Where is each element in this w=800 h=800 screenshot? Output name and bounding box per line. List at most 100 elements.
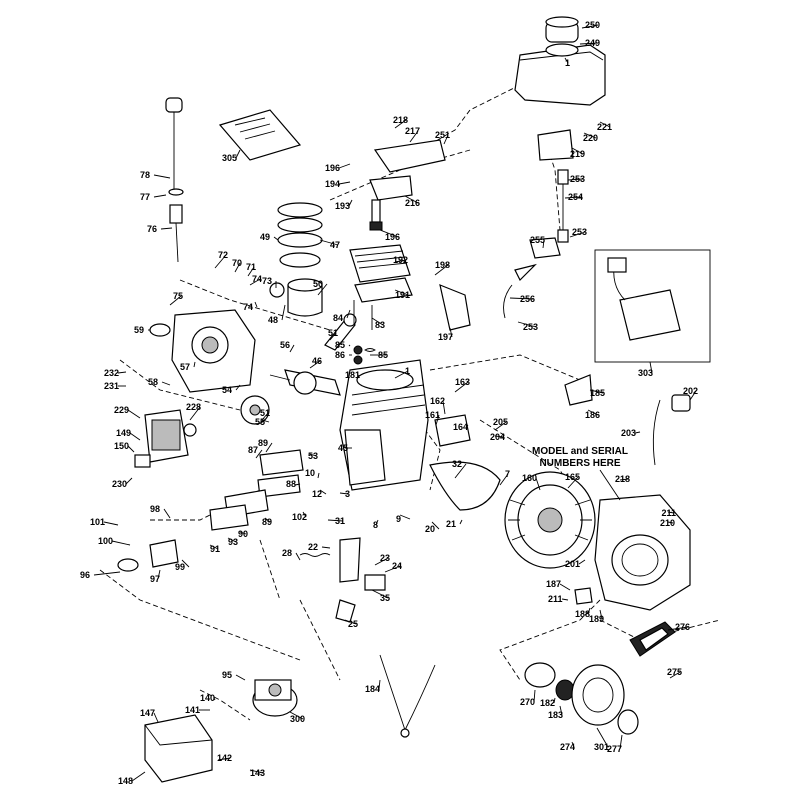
leader-line [357,374,360,379]
part-number-label: 218 [615,474,630,484]
starter-cup [524,662,575,701]
leader-line [596,727,609,748]
leader-line [509,297,534,300]
leader-line [559,583,571,591]
part-number-label: 211 [661,508,676,518]
part-number-label: 164 [453,422,468,432]
part-number-label: 143 [250,768,265,778]
leader-line [517,321,537,328]
part-number-label: 228 [186,402,201,412]
part-number-label: 53 [308,451,318,461]
leader-line [111,540,131,546]
leader-line [571,741,575,748]
misc-hardware [117,374,691,623]
leader-line [494,435,504,438]
leader-line [217,757,231,761]
leader-line [394,259,407,263]
part-number-label: 99 [175,562,185,572]
part-number-label: 202 [683,386,698,396]
leader-line [103,521,119,526]
part-number-label: 276 [675,622,690,632]
leader-line [254,301,258,308]
leader-line [689,390,697,401]
leader-line [261,412,269,421]
leader-line [379,229,399,238]
part-number-label: 20 [425,524,435,534]
part-number-label: 102 [292,512,307,522]
part-number-label: 277 [607,744,622,754]
leader-line [327,519,344,522]
part-number-label: 22 [308,542,318,552]
part-number-label: 197 [438,332,453,342]
part-number-label: 253 [523,322,538,332]
leader-line [667,511,675,514]
part-number-label: 162 [430,396,445,406]
leader-line [321,546,331,549]
recoil-starter [571,664,639,735]
leader-line [394,289,409,296]
leader-line [499,473,509,486]
leader-line [567,476,579,489]
part-number-label: 191 [395,290,410,300]
part-number-label: 35 [380,593,390,603]
part-number-label: 196 [325,163,340,173]
flywheel [504,471,596,569]
leader-line [399,514,411,520]
leader-line [189,406,201,421]
leader-line [235,384,241,391]
leader-line [346,309,351,319]
leader-line [559,705,563,716]
leader-line [214,254,227,269]
leader-line [533,689,536,703]
part-number-label: 201 [565,559,580,569]
cylinder-block [339,359,429,491]
leader-line [619,734,623,750]
leader-line [265,442,273,453]
leader-line [454,463,467,479]
part-number-label: 229 [114,405,129,415]
part-number-label: 231 [104,381,119,391]
leader-line [667,626,689,631]
leader-line [564,196,582,199]
leader-line [127,445,135,453]
valves-springs [353,300,376,365]
leader-line [371,589,389,599]
leader-line [329,332,337,341]
leader-line [249,769,264,774]
starter-handle [629,621,676,657]
leader-line [125,477,133,485]
leader-line [181,559,190,568]
part-number-label: 194 [325,179,340,189]
part-number-label: 46 [312,356,322,366]
leader-line [317,283,328,296]
part-number-label: 185 [590,388,605,398]
leader-line [569,231,586,238]
piston-rings [277,202,323,268]
leader-line [234,262,241,273]
part-number-label: 74 [252,274,262,284]
part-number-label: 21 [446,519,456,529]
part-number-label: 70 [232,258,242,268]
leader-line [599,121,611,128]
part-number-label: 58 [148,377,158,387]
fuel-line [503,169,569,319]
part-number-label: 217 [405,126,420,136]
leader-line [169,295,182,306]
part-number-label: 71 [246,262,256,272]
part-number-label: 59 [134,325,144,335]
part-number-label: 85 [378,350,388,360]
leader-line [209,544,219,550]
part-number-label: 1 [405,366,410,376]
leader-line [153,712,159,723]
leader-line [163,508,171,519]
inset-box [594,249,711,363]
part-number-label: 149 [116,428,131,438]
leader-line [394,119,407,129]
part-number-label: 51 [260,408,270,418]
part-number-label: 251 [435,130,450,140]
leader-line [261,419,270,423]
leader-line [294,483,301,486]
air-baffle [429,461,501,511]
leader-line [371,317,384,326]
